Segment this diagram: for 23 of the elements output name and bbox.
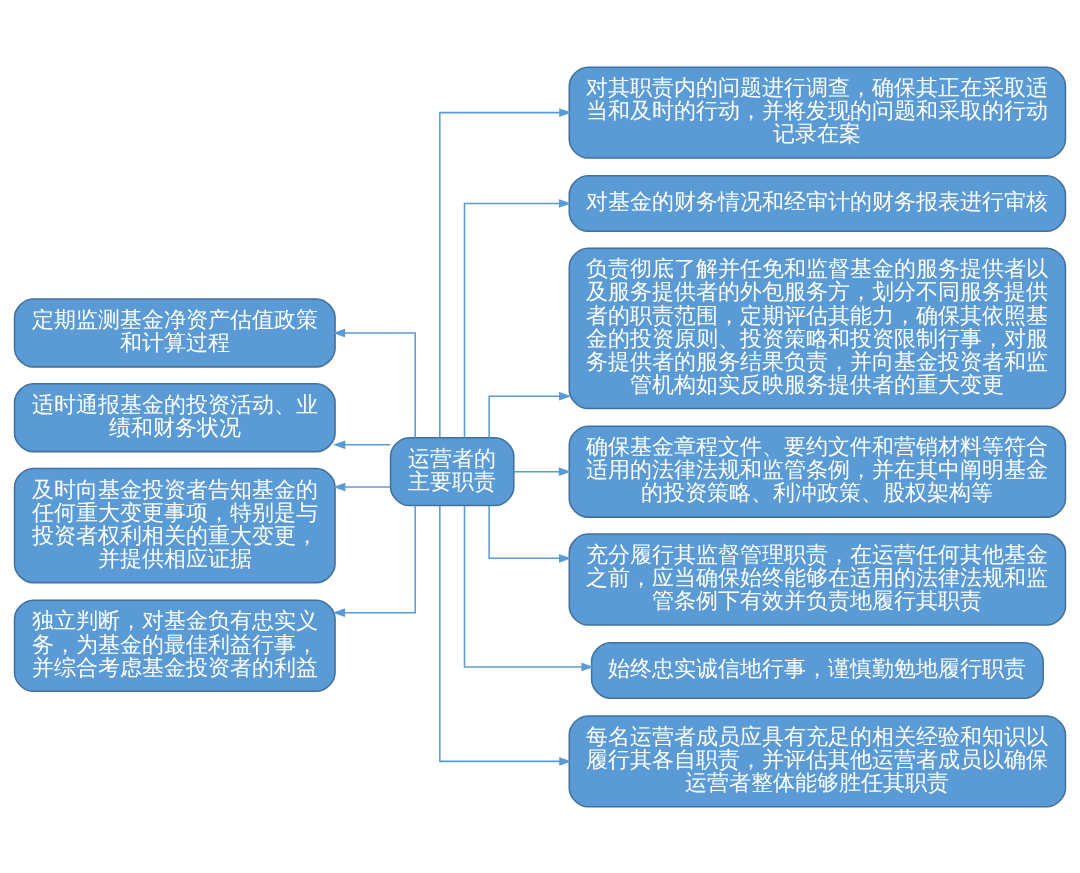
node-box: 负责彻底了解并任免和监督基金的服务提供者以及服务提供者的外包服务方，划分不同服务提供者的职责范围，定期评估其能力，确保其依照基金的投资原则、投资策略和投资限制行事，对服务提供者的服务结果负责，并向基金投资者和监管机构如实反映服务提供者的重大变更	[568, 246, 1067, 409]
arrow	[333, 439, 391, 449]
node-box: 及时向基金投资者告知基金的任何重大变更事项，特别是与投资者权利相关的重大变更，并提供相应证据	[13, 467, 336, 583]
arrow	[488, 504, 572, 563]
node-box: 对其职责内的问题进行调查，确保其正在采取适当和及时的行动，并将发现的问题和采取的行动记录在案	[568, 65, 1067, 159]
node-box: 适时通报基金的投资活动、业绩和财务状况	[13, 382, 336, 452]
arrow	[439, 107, 572, 438]
arrow	[333, 482, 391, 491]
node-box: 确保基金章程文件、要约文件和营销材料等符合适用的法律法规和监管条例，并在其中阐明基金的投资策略、利冲政策、股权架构等	[568, 424, 1067, 518]
arrow	[463, 504, 594, 671]
node-box: 定期监测基金净资产估值政策和计算过程	[13, 297, 336, 368]
node-box: 运营者的主要职责	[389, 436, 515, 506]
node-box: 充分履行其监督管理职责，在运营任何其他基金之前，应当确保始终能够在适用的法律法规和监管条例下有效并负责地履行其职责	[568, 532, 1067, 626]
arrow	[332, 504, 416, 617]
node-box: 独立判断，对基金负有忠实义务，为基金的最佳利益行事，并综合考虑基金投资者的利益	[13, 599, 336, 692]
arrow	[488, 391, 572, 438]
node-box: 始终忠实诚信地行事，谨慎勤勉地履行职责	[590, 641, 1044, 699]
arrow	[513, 466, 572, 476]
arrow	[439, 504, 572, 766]
arrow	[463, 198, 572, 438]
node-box: 对基金的财务情况和经审计的财务报表进行审核	[568, 174, 1067, 232]
arrow	[332, 328, 416, 438]
node-box: 每名运营者成员应具有充足的相关经验和知识以履行其各自职责，并评估其他运营者成员以确保运营者整体能够胜任其职责	[568, 714, 1067, 808]
